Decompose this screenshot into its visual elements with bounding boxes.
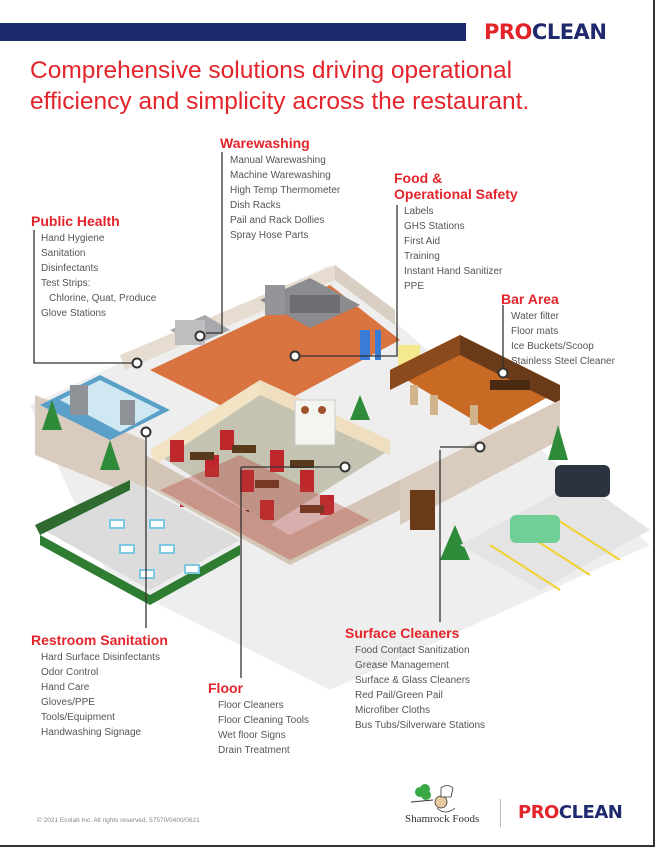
list-item: Labels xyxy=(404,206,434,217)
list-item: Water filter xyxy=(511,311,559,322)
list-item: Odor Control xyxy=(41,667,99,678)
list-item: Microfiber Cloths xyxy=(355,705,431,716)
list-item: Surface & Glass Cleaners xyxy=(355,675,471,686)
list-item: Red Pail/Green Pail xyxy=(355,690,443,701)
list-item: Wet floor Signs xyxy=(218,730,286,741)
category-food-safety: Food & Operational Safety Labels GHS Sta… xyxy=(394,170,518,292)
list-item: Bus Tubs/Silverware Stations xyxy=(355,720,486,731)
list-item: Instant Hand Sanitizer xyxy=(404,266,503,277)
copyright-text: © 2021 Ecolab Inc. All rights reserved. … xyxy=(37,817,200,824)
list-item: Gloves/PPE xyxy=(41,697,95,708)
category-surface-cleaners: Surface Cleaners Food Contact Sanitizati… xyxy=(345,625,486,731)
list-item: Drain Treatment xyxy=(218,745,290,756)
list-item: High Temp Thermometer xyxy=(230,185,341,196)
list-item: Hand Hygiene xyxy=(41,233,105,244)
proclean-logo-footer: PROCLEAN xyxy=(518,802,623,823)
category-warewashing: Warewashing Manual Warewashing Machine W… xyxy=(220,135,341,241)
list-item: Floor mats xyxy=(511,326,559,337)
list-item: Handwashing Signage xyxy=(41,727,142,738)
list-item: Machine Warewashing xyxy=(230,170,331,181)
header-bar xyxy=(0,23,466,41)
list-item: Spray Hose Parts xyxy=(230,230,309,241)
list-item: Manual Warewashing xyxy=(230,155,326,166)
list-item: Hard Surface Disinfectants xyxy=(41,652,160,663)
list-item: Sanitation xyxy=(41,248,86,259)
category-restroom-sanitation: Restroom Sanitation Hard Surface Disinfe… xyxy=(31,632,168,738)
shamrock-foods-chef-icon xyxy=(410,784,456,813)
list-item: Ice Buckets/Scoop xyxy=(511,341,594,352)
category-public-health: Public Health Hand Hygiene Sanitation Di… xyxy=(31,213,157,319)
list-item: Floor Cleaners xyxy=(218,700,284,711)
category-floor: Floor Floor Cleaners Floor Cleaning Tool… xyxy=(208,680,309,756)
proclean-logo: PROCLEAN xyxy=(484,20,607,44)
list-item: Test Strips: xyxy=(41,278,91,289)
list-item: First Aid xyxy=(404,236,441,247)
footer-divider xyxy=(500,799,501,827)
shamrock-foods-logo: Shamrock Foods xyxy=(405,813,480,825)
list-item: Dish Racks xyxy=(230,200,281,211)
list-item: Glove Stations xyxy=(41,308,107,319)
list-item: Grease Management xyxy=(355,660,449,671)
list-item: Hand Care xyxy=(41,682,90,693)
list-item: Floor Cleaning Tools xyxy=(218,715,309,726)
list-item: PPE xyxy=(404,281,425,292)
category-bar-area: Bar Area Water filter Floor mats Ice Buc… xyxy=(501,291,615,367)
list-item: Pail and Rack Dollies xyxy=(230,215,325,226)
list-item: Disinfectants xyxy=(41,263,99,274)
page-headline: Comprehensive solutions driving operatio… xyxy=(30,57,530,115)
list-item: Tools/Equipment xyxy=(41,712,115,723)
list-item: Training xyxy=(404,251,440,262)
list-item: Food Contact Sanitization xyxy=(355,645,470,656)
list-item: GHS Stations xyxy=(404,221,465,232)
list-item: Chlorine, Quat, Produce xyxy=(49,293,157,304)
list-item: Stainless Steel Cleaner xyxy=(511,356,615,367)
